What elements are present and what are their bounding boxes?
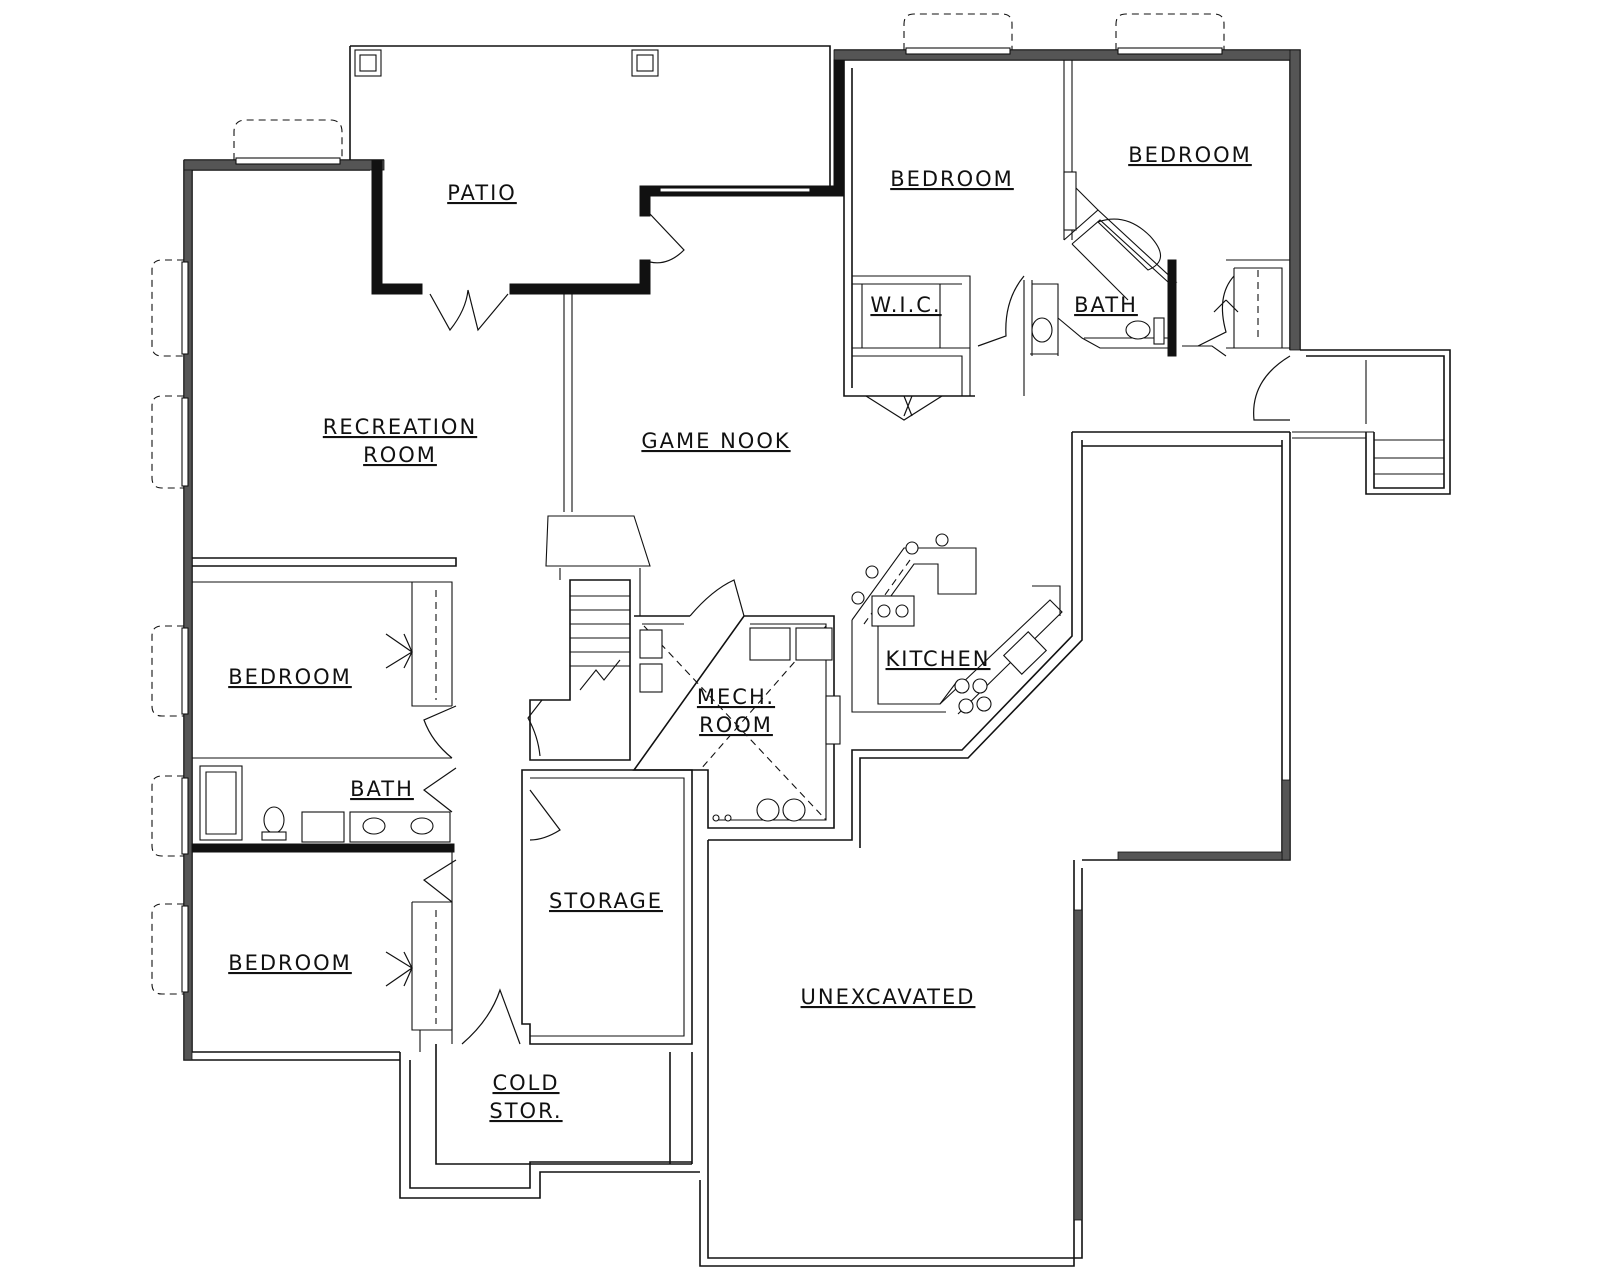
label-kitchen: KITCHEN <box>886 647 991 671</box>
label-bedroom-left-low: BEDROOM <box>228 951 352 975</box>
label-patio: PATIO <box>447 181 517 205</box>
label-wic: W.I.C. <box>870 293 941 317</box>
label-bedroom-upper-left: BEDROOM <box>890 167 1014 191</box>
label-mech-line2: ROOM <box>699 713 773 737</box>
room-labels: PATIO BEDROOM BEDROOM W.I.C. BATH RECREA… <box>228 143 1252 1123</box>
label-cold-line2: STOR. <box>489 1099 562 1123</box>
label-recreation-line2: ROOM <box>363 443 437 467</box>
label-recreation-line1: RECREATION <box>323 415 477 439</box>
label-storage: STORAGE <box>549 889 663 913</box>
label-bath-left: BATH <box>350 777 414 801</box>
label-cold-line1: COLD <box>492 1071 559 1095</box>
label-game-nook: GAME NOOK <box>641 429 790 453</box>
interior-walls <box>191 60 1290 1052</box>
label-bath-upper: BATH <box>1074 293 1138 317</box>
label-mech-line1: MECH. <box>697 685 775 709</box>
label-bedroom-left-mid: BEDROOM <box>228 665 352 689</box>
windows <box>151 13 1225 995</box>
doors <box>385 213 1291 1045</box>
label-bedroom-upper-right: BEDROOM <box>1128 143 1252 167</box>
label-unexcavated: UNEXCAVATED <box>801 985 976 1009</box>
